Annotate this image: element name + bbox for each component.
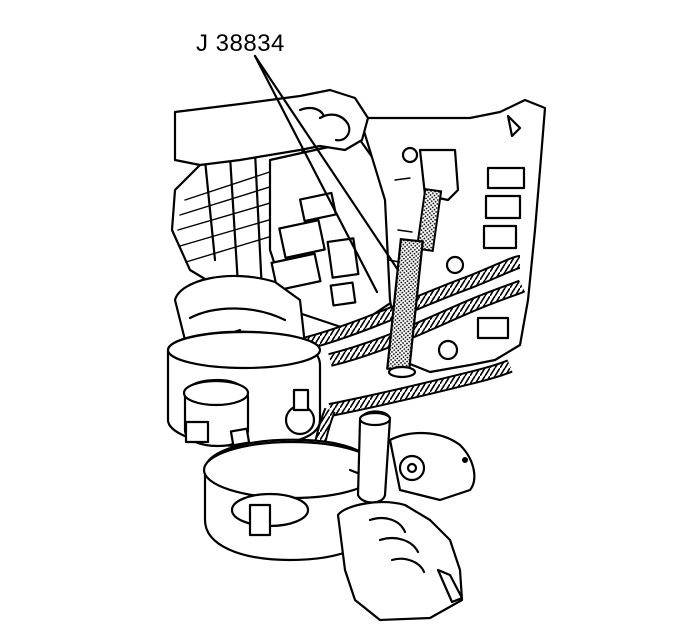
lower-pulley bbox=[202, 438, 382, 562]
special-tool-shaft bbox=[386, 188, 443, 379]
engine-bracket bbox=[358, 98, 547, 374]
intake-manifold bbox=[268, 138, 397, 332]
tool-handle bbox=[356, 410, 476, 504]
callout-leader-lines bbox=[253, 54, 400, 294]
wiring-harness bbox=[298, 255, 526, 471]
upper-hand bbox=[173, 88, 370, 167]
pulley-assembly bbox=[166, 274, 322, 448]
lower-hand bbox=[336, 501, 464, 622]
tool-callout-label: J 38834 bbox=[196, 30, 285, 57]
